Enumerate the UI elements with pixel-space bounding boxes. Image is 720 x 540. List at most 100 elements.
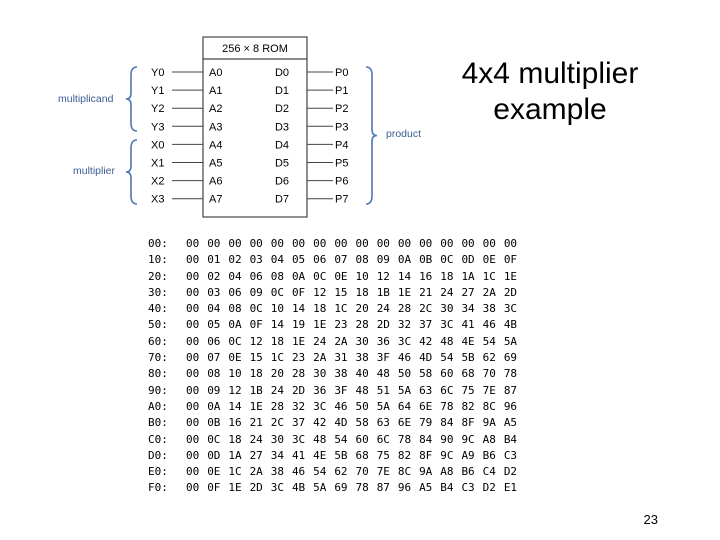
- table-cell: B6: [482, 448, 496, 462]
- table-cell: 3C: [503, 302, 518, 316]
- output-pin-label: P7: [335, 194, 348, 206]
- row-address-label: 30:: [148, 285, 168, 299]
- table-cell: 02: [228, 253, 242, 267]
- output-pin-label: P0: [335, 67, 348, 79]
- row-address-label: 20:: [148, 269, 168, 283]
- table-cell: 14: [270, 318, 284, 332]
- table-cell: 78: [440, 399, 454, 413]
- table-cell: 09: [207, 383, 221, 397]
- table-cell: 75: [461, 383, 475, 397]
- table-cell: 0B: [419, 253, 433, 267]
- table-cell: 07: [334, 253, 348, 267]
- address-pin-label: A2: [209, 103, 222, 115]
- table-cell: 87: [376, 481, 390, 495]
- address-pin-label: A7: [209, 194, 222, 206]
- table-cell: 38: [270, 465, 284, 479]
- table-cell: 0A: [397, 253, 412, 267]
- table-cell: 84: [419, 432, 433, 446]
- output-pin-label: P1: [335, 85, 348, 97]
- table-cell: 00: [313, 237, 327, 250]
- table-cell: 78: [397, 432, 412, 446]
- row-address-label: C0:: [148, 432, 168, 446]
- table-cell: A5: [503, 416, 518, 430]
- table-cell: 0A: [228, 318, 242, 332]
- table-cell: 09: [376, 253, 390, 267]
- address-pin-label: A3: [209, 121, 222, 133]
- table-cell: 00: [291, 237, 306, 250]
- table-cell: 16: [419, 269, 433, 283]
- table-cell: 24: [376, 302, 390, 316]
- table-cell: 12: [228, 383, 242, 397]
- table-cell: 48: [376, 367, 390, 381]
- table-cell: A5: [419, 481, 433, 495]
- table-cell: 18: [249, 367, 263, 381]
- address-pin-label: A1: [209, 85, 222, 97]
- table-cell: 00: [186, 334, 200, 348]
- table-cell: 32: [397, 318, 412, 332]
- table-cell: 06: [249, 269, 263, 283]
- table-cell: 1E: [228, 481, 242, 495]
- table-cell: A8: [482, 432, 496, 446]
- table-cell: B6: [461, 465, 475, 479]
- table-cell: 0E: [228, 351, 242, 365]
- address-pin-label: A5: [209, 158, 222, 170]
- page-number: 23: [643, 512, 658, 527]
- table-cell: 9C: [440, 448, 454, 462]
- table-cell: 2A: [313, 351, 327, 365]
- data-pin-label: D7: [275, 194, 289, 206]
- table-cell: 0A: [291, 269, 306, 283]
- table-cell: 0C: [440, 253, 454, 267]
- row-address-label: 40:: [148, 302, 168, 316]
- table-cell: 7E: [482, 383, 496, 397]
- table-cell: 8C: [397, 465, 412, 479]
- table-cell: 30: [440, 302, 454, 316]
- table-cell: 18: [355, 285, 369, 299]
- table-cell: 42: [419, 334, 433, 348]
- table-cell: 60: [440, 367, 454, 381]
- table-cell: 4B: [503, 318, 518, 332]
- table-cell: 08: [355, 253, 369, 267]
- table-cell: 78: [503, 367, 518, 381]
- table-cell: 58: [355, 416, 369, 430]
- table-cell: 0D: [461, 253, 475, 267]
- table-cell: 2D: [503, 285, 518, 299]
- output-pin-label: P6: [335, 176, 348, 188]
- table-cell: 3C: [270, 481, 284, 495]
- table-cell: 3F: [376, 351, 390, 365]
- table-cell: 1A: [228, 448, 242, 462]
- table-cell: 00: [228, 237, 242, 250]
- table-cell: 00: [186, 399, 200, 413]
- table-cell: 1B: [376, 285, 390, 299]
- table-cell: 27: [249, 448, 263, 462]
- row-address-label: A0:: [148, 399, 168, 413]
- output-pin-label: P4: [335, 139, 348, 151]
- table-cell: 00: [334, 237, 348, 250]
- table-cell: 00: [186, 351, 200, 365]
- table-cell: 01: [207, 253, 221, 267]
- table-cell: 00: [186, 416, 200, 430]
- table-cell: 03: [207, 285, 221, 299]
- row-address-label: 10:: [148, 253, 168, 267]
- table-cell: 6E: [397, 416, 412, 430]
- table-cell: 38: [334, 367, 348, 381]
- table-cell: 21: [249, 416, 263, 430]
- table-cell: 38: [355, 351, 369, 365]
- table-cell: 00: [397, 237, 412, 250]
- rom-label: 256 × 8 ROM: [222, 43, 288, 55]
- table-cell: 60: [355, 432, 369, 446]
- table-cell: 48: [440, 334, 454, 348]
- table-cell: 4B: [291, 481, 306, 495]
- table-cell: 5A: [503, 334, 518, 348]
- table-cell: 0C: [313, 269, 327, 283]
- table-cell: 96: [503, 399, 518, 413]
- table-cell: C3: [503, 448, 518, 462]
- table-cell: 00: [376, 237, 390, 250]
- table-cell: 3C: [397, 334, 412, 348]
- table-cell: 84: [440, 416, 454, 430]
- table-cell: 79: [419, 416, 433, 430]
